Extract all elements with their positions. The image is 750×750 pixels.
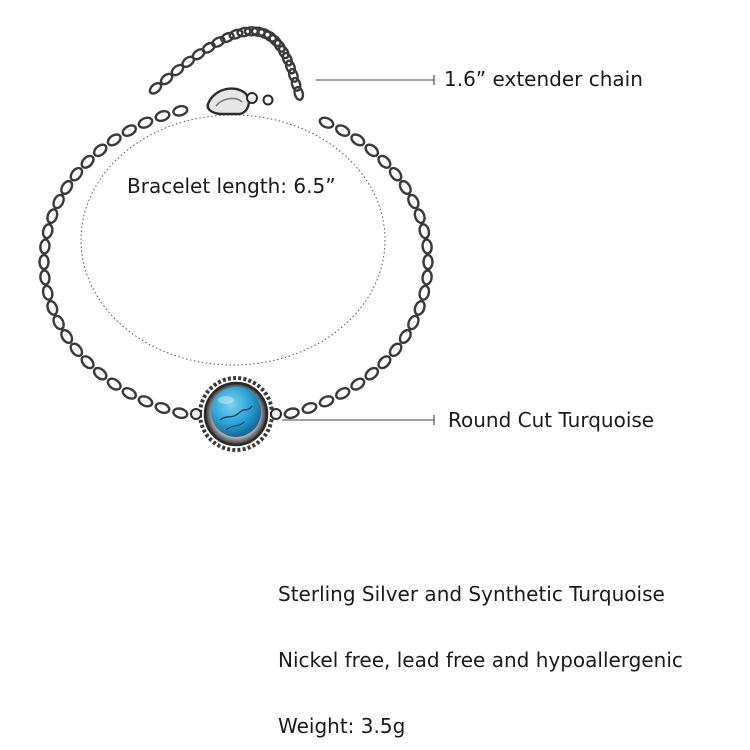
chain-link: [137, 395, 154, 408]
extender-link: [220, 31, 235, 44]
chain-link: [106, 377, 122, 391]
turquoise-stone: [190, 376, 282, 452]
extender-link: [243, 26, 260, 37]
chain-link: [398, 328, 412, 345]
extender-link: [159, 72, 174, 86]
chain-link: [418, 284, 431, 301]
chain-link: [69, 166, 84, 182]
extender-chain-label: 1.6” extender chain: [444, 67, 643, 91]
chain-link: [350, 377, 366, 391]
chain-link: [377, 154, 392, 169]
chain-link: [52, 314, 65, 331]
chain-link: [46, 208, 59, 225]
chain-link: [92, 143, 108, 158]
chain-link: [41, 223, 54, 240]
chain-link: [377, 355, 392, 370]
chain-link: [106, 133, 122, 147]
callout-leaders: [282, 75, 435, 425]
chain-link: [39, 269, 51, 286]
chain-link: [318, 395, 335, 408]
extender-link: [290, 76, 302, 92]
chain-link: [69, 342, 84, 358]
chain-link: [154, 401, 171, 415]
chain-link: [407, 314, 420, 331]
chain-link: [318, 116, 335, 129]
extender-link: [228, 28, 244, 40]
chain-link: [350, 133, 366, 147]
chain-link: [39, 238, 51, 255]
chain-link: [137, 116, 154, 129]
extender-link: [284, 59, 297, 75]
chain-link: [60, 179, 74, 196]
chain-link: [413, 208, 426, 225]
chain-link: [334, 124, 351, 137]
chain-link: [121, 124, 138, 137]
extender-link: [293, 85, 305, 101]
chain-link: [364, 366, 380, 381]
spec-hypoallergenic: Nickel free, lead free and hypoallergeni…: [278, 648, 683, 672]
chain-link: [418, 223, 431, 240]
chain-link: [421, 238, 433, 255]
bracelet-chain: [38, 104, 434, 420]
chain-link: [172, 104, 189, 117]
chain-link: [364, 143, 380, 158]
chain-link: [398, 179, 412, 196]
extender-chain: [148, 26, 305, 101]
chain-link: [413, 299, 426, 316]
chain-link: [60, 328, 74, 345]
extender-link: [287, 67, 299, 83]
chain-link: [80, 355, 95, 370]
extender-link: [211, 36, 226, 48]
lobster-clasp: [206, 87, 274, 116]
chain-link: [301, 401, 318, 415]
chain-link: [334, 387, 351, 400]
chain-link: [172, 407, 189, 420]
chain-link: [52, 193, 65, 210]
bracelet-length-label: Bracelet length: 6.5”: [127, 174, 336, 198]
chain-link: [422, 253, 434, 271]
extender-link: [148, 81, 163, 95]
length-circle: [80, 114, 386, 366]
chain-link: [388, 342, 403, 358]
chain-link: [121, 387, 138, 400]
chain-link: [421, 269, 433, 286]
chain-link: [38, 253, 50, 271]
extender-link: [277, 44, 290, 60]
chain-link: [283, 407, 300, 420]
spec-material: Sterling Silver and Synthetic Turquoise: [278, 582, 665, 606]
chain-link: [388, 166, 403, 182]
chain-link: [407, 193, 420, 210]
extender-link: [281, 51, 294, 67]
extender-link: [236, 26, 252, 38]
chain-link: [41, 284, 54, 301]
chain-link: [154, 109, 171, 123]
chain-link: [46, 299, 59, 316]
spec-weight: Weight: 3.5g: [278, 714, 406, 738]
extender-link: [250, 26, 266, 38]
chain-link: [92, 366, 108, 381]
stone-label: Round Cut Turquoise: [448, 408, 655, 432]
chain-link: [80, 154, 95, 169]
